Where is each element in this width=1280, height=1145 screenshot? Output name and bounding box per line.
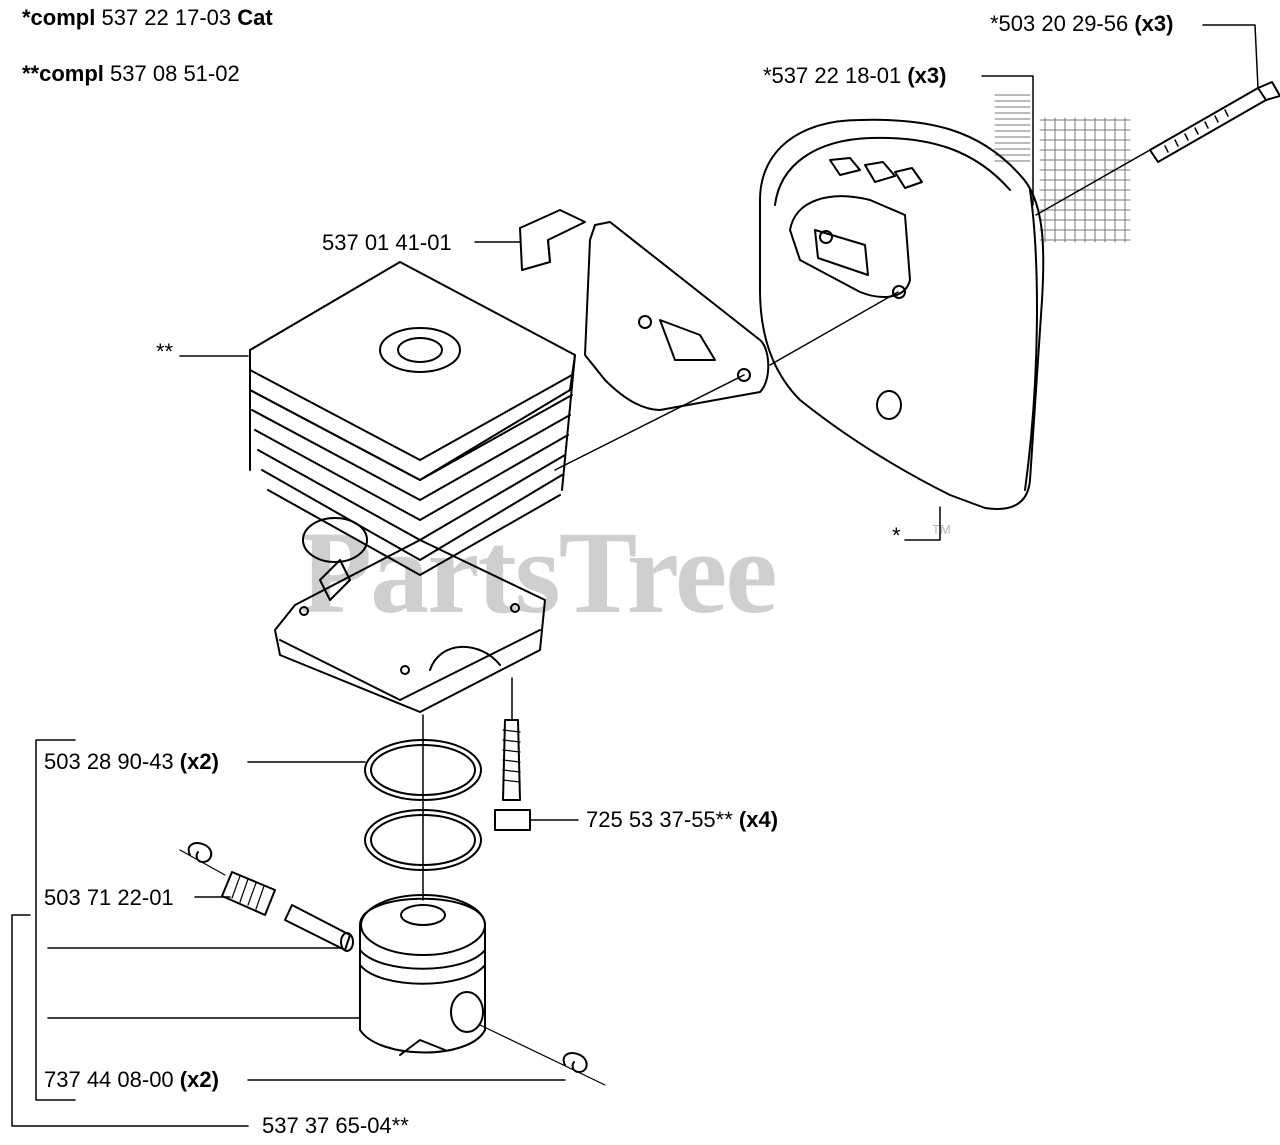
piston-ring-top — [364, 739, 482, 801]
header-compl-prefix: **compl — [22, 61, 104, 86]
piston-ring-bottom — [364, 809, 482, 871]
label-muffler: * — [892, 523, 901, 548]
screw-top — [1149, 81, 1280, 163]
header-compl-cat-prefix: *compl — [22, 5, 96, 30]
watermark-trademark: TM — [932, 522, 951, 537]
label-cylinder-screw: 725 53 37-55** (x4) — [586, 807, 779, 832]
label-muffler-gasket: *537 22 18-01 (x3) — [763, 63, 947, 88]
muffler-gasket — [584, 221, 770, 411]
bracket — [519, 209, 586, 271]
muffler-hatch-pattern — [994, 94, 1131, 243]
cylinder-screw — [494, 677, 531, 831]
circlip-right — [479, 1024, 606, 1086]
header-compl-cat: *compl 537 22 17-03 Cat — [22, 6, 273, 30]
watermark: PartsTree — [300, 507, 778, 638]
label-bracket: 537 01 41-01 — [322, 230, 452, 255]
label-circlip: 737 44 08-00 (x2) — [44, 1067, 219, 1092]
label-piston-ring: 503 28 90-43 (x2) — [44, 749, 219, 774]
label-piston: 537 37 65-04** — [262, 1113, 409, 1138]
circlip-left — [179, 842, 226, 876]
cylinder — [249, 261, 576, 713]
header-compl-cat-number: 537 22 17-03 — [101, 5, 232, 30]
header-compl: **compl 537 08 51-02 — [22, 62, 240, 86]
header-compl-number: 537 08 51-02 — [110, 61, 240, 86]
label-needle-bearing: 503 71 22-01 — [44, 885, 174, 910]
needle-bearing — [221, 871, 276, 916]
muffler-body — [759, 118, 1045, 510]
piston — [359, 894, 486, 1056]
header-compl-cat-suffix: Cat — [237, 5, 273, 30]
wrist-pin — [284, 904, 354, 952]
label-screw-top: *503 20 29-56 (x3) — [990, 11, 1174, 36]
label-cylinder: ** — [156, 339, 174, 364]
